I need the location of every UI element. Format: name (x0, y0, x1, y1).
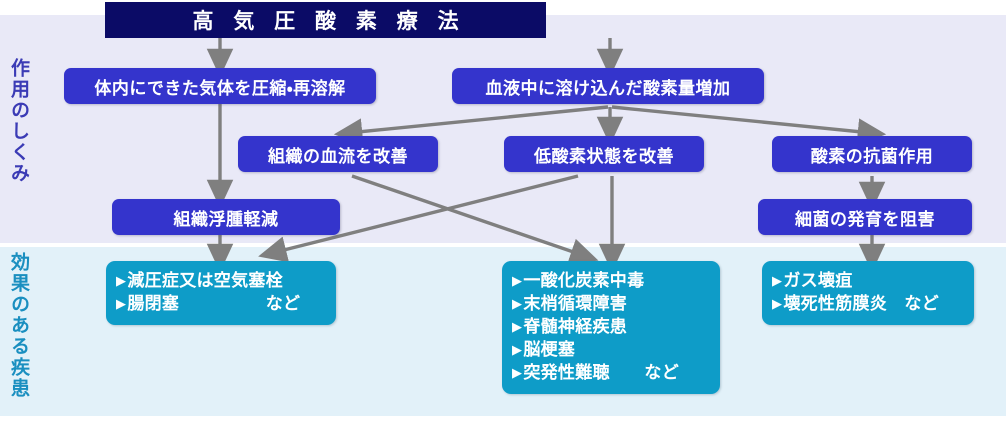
mechanism-box-antibacterial[interactable]: 酸素の抗菌作用 (772, 136, 972, 172)
disease-list-item: ▶減圧症又は空気塞栓 (116, 271, 284, 290)
arrow-oxygen-to-tissueflow (333, 105, 609, 145)
disease-list-center: ▶一酸化炭素中毒 ▶末梢循環障害 ▶脊髄神経疾患 ▶脳梗塞 ▶突発性難聴 など (512, 270, 708, 385)
disease-list-right: ▶ガス壊疽 ▶壊死性筋膜炎 など (772, 270, 962, 316)
disease-box-center[interactable]: ▶一酸化炭素中毒 ▶末梢循環障害 ▶脊髄神経疾患 ▶脳梗塞 ▶突発性難聴 など (502, 261, 720, 394)
disease-box-left[interactable]: ▶減圧症又は空気塞栓 ▶腸閉塞 など (106, 261, 336, 325)
disease-list-item: ▶脳梗塞 (512, 339, 576, 359)
arrow-oxygen-to-antibacterial (611, 105, 887, 145)
bullet-icon: ▶ (512, 273, 523, 288)
arrow-tissueflow-to-disease-center (351, 174, 599, 264)
bullet-icon: ▶ (512, 318, 523, 334)
bullet-icon: ▶ (512, 364, 523, 380)
section-label-diseases: 効果のある疾患 (7, 252, 29, 399)
bullet-icon: ▶ (772, 295, 783, 311)
disease-list-item: ▶一酸化炭素中毒 (512, 271, 645, 290)
page-title: 高 気 圧 酸 素 療 法 (105, 2, 546, 38)
section-label-mechanism: 作用のしくみ (7, 58, 29, 184)
mechanism-box-compress[interactable]: 体内にできた気体を圧縮・再溶解 (64, 68, 376, 104)
mechanism-box-inhibit-growth[interactable]: 細菌の発育を阻害 (758, 199, 972, 235)
bullet-icon: ▶ (772, 273, 783, 288)
disease-list-item: ▶脊髄神経疾患 (512, 316, 628, 336)
disease-list-left: ▶減圧症又は空気塞栓 ▶腸閉塞 など (116, 270, 324, 316)
disease-list-item: ▶壊死性筋膜炎 など (772, 293, 940, 313)
disease-box-right[interactable]: ▶ガス壊疽 ▶壊死性筋膜炎 など (762, 261, 974, 325)
mechanism-box-hypoxia[interactable]: 低酸素状態を改善 (504, 136, 704, 172)
mechanism-box-oxygen-blood[interactable]: 血液中に溶け込んだ酸素量増加 (452, 68, 764, 104)
mechanism-box-tissue-flow[interactable]: 組織の血流を改善 (238, 136, 438, 172)
bullet-icon: ▶ (512, 341, 523, 357)
arrow-hypoxia-to-disease-left (258, 174, 579, 263)
disease-list-item: ▶腸閉塞 など (116, 293, 301, 313)
disease-list-item: ▶突発性難聴 など (512, 362, 680, 382)
bullet-icon: ▶ (116, 273, 127, 288)
disease-list-item: ▶末梢循環障害 (512, 293, 628, 313)
bullet-icon: ▶ (512, 295, 523, 311)
bullet-icon: ▶ (116, 295, 127, 311)
mechanism-box-edema[interactable]: 組織浮腫軽減 (112, 199, 340, 235)
disease-list-item: ▶ガス壊疽 (772, 271, 853, 290)
